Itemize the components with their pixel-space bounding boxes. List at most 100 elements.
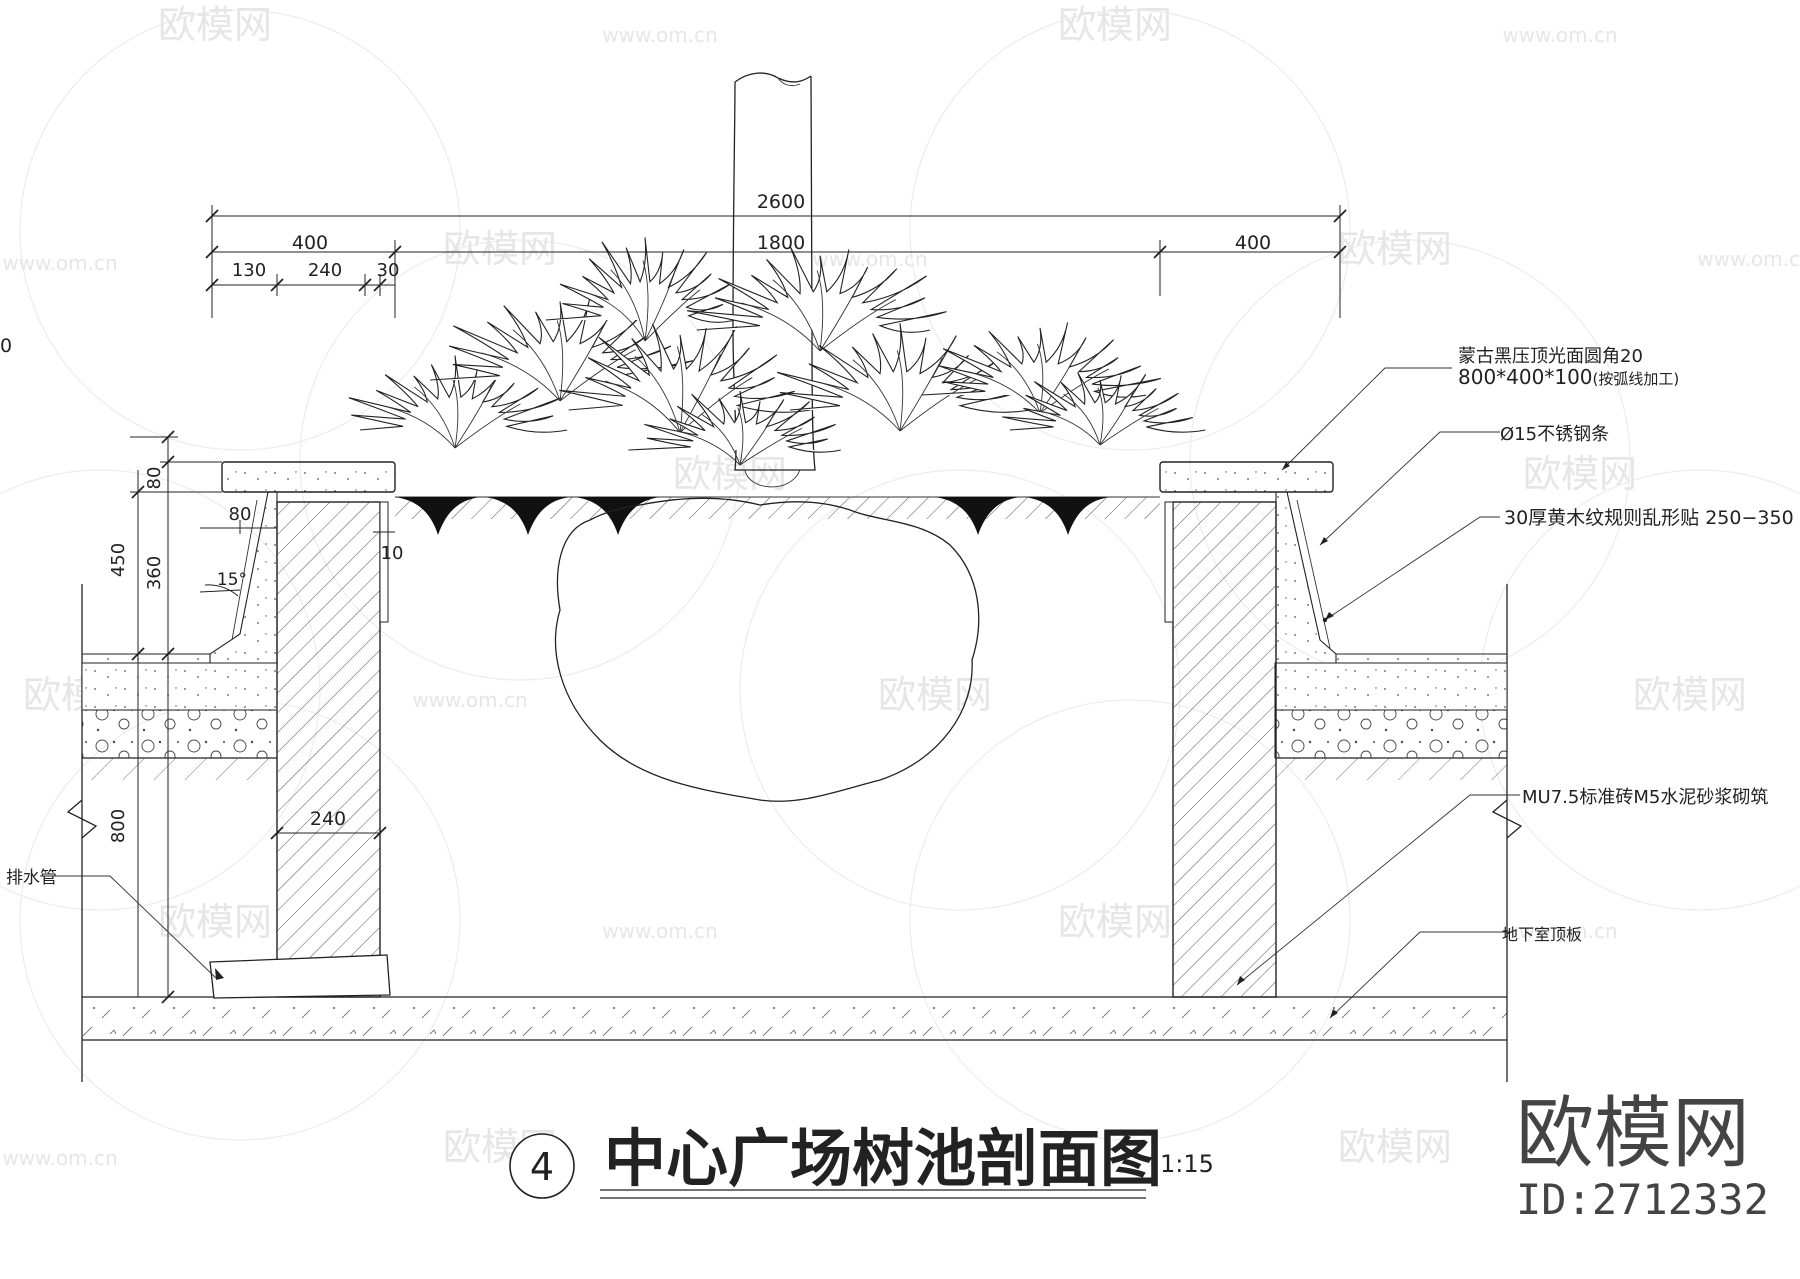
watermark-brand: 欧模网 bbox=[673, 452, 787, 496]
dim-2600: 2600 bbox=[757, 191, 805, 213]
shrub-leaf bbox=[968, 371, 1041, 414]
watermark-brand: 欧模网 bbox=[158, 3, 272, 47]
dim-360: 360 bbox=[144, 556, 165, 590]
shrub-leaf bbox=[675, 430, 741, 466]
shrub-cluster bbox=[348, 355, 568, 433]
watermark-arc bbox=[299, 239, 741, 681]
shrub-leaf bbox=[642, 260, 649, 342]
note-capstone-line2: 800*400*100(按弧线加工) bbox=[1458, 365, 1679, 389]
note-capstone-line1: 蒙古黑压顶光面圆角20 bbox=[1458, 346, 1643, 367]
watermark-site: www.om.cn bbox=[2, 1146, 117, 1170]
shrub-foliage bbox=[348, 237, 1206, 466]
note-steel-strip: Ø15不锈钢条 bbox=[1500, 424, 1609, 445]
shrub-leaf bbox=[559, 349, 636, 402]
dim-80-small: 80 bbox=[229, 504, 252, 525]
watermark-site: www.om.cn bbox=[2, 251, 117, 275]
shrub-leaf bbox=[512, 329, 561, 402]
shrub-leaf bbox=[481, 352, 561, 402]
watermark-site: www.om.cn bbox=[602, 23, 717, 47]
shrub-leaf bbox=[741, 302, 821, 352]
steel-strip bbox=[575, 497, 660, 535]
corner-brand: 欧模网 ID:2712332 bbox=[1516, 1089, 1769, 1224]
shrub-leaf bbox=[996, 351, 1041, 414]
steel-strip bbox=[935, 497, 1020, 535]
watermark-arc bbox=[19, 9, 461, 451]
brand-name: 欧模网 bbox=[1516, 1089, 1750, 1179]
shrub-leaf bbox=[644, 289, 701, 342]
root-ball bbox=[554, 497, 980, 802]
shrub-leaf bbox=[701, 413, 741, 466]
right-capstone bbox=[1159, 461, 1334, 493]
right-break-symbol bbox=[1491, 799, 1523, 839]
leader-arrows bbox=[1237, 462, 1338, 1018]
note-veneer: 30厚黄木纹规则乱形贴 250−350 bbox=[1504, 507, 1794, 529]
title-number: 4 bbox=[530, 1145, 554, 1189]
watermark-arc bbox=[909, 9, 1351, 451]
drain-pipe bbox=[209, 954, 391, 999]
dim-240-wall: 240 bbox=[310, 808, 346, 830]
title-text: 中心广场树池剖面图 bbox=[604, 1122, 1162, 1195]
shrub-leaf bbox=[679, 353, 721, 433]
watermark-layer: 欧模网欧模网欧模网欧模网欧模网欧模网欧模网欧模网欧模网欧模网欧模网欧模网欧模网w… bbox=[0, 3, 1800, 1170]
shrub-leaf bbox=[610, 269, 646, 342]
title-number-circle bbox=[509, 1133, 575, 1199]
shrub-leaf bbox=[644, 267, 677, 342]
drawing-title: 4 中心广场树池剖面图 1:15 bbox=[509, 1122, 1214, 1199]
dim-10: 10 bbox=[381, 543, 404, 564]
basement-roof-slab bbox=[82, 996, 1507, 1041]
left-break-symbol bbox=[66, 799, 98, 839]
shrub-leaf bbox=[676, 346, 684, 433]
dim-240-top: 240 bbox=[308, 260, 342, 281]
note-basement-slab: 地下室顶板 bbox=[1502, 925, 1582, 944]
watermark-arc bbox=[909, 699, 1351, 1141]
dim-edge-0: 0 bbox=[0, 335, 12, 357]
shrub-leaf bbox=[816, 270, 824, 352]
dim-30: 30 bbox=[377, 260, 400, 281]
watermark-site: www.om.cn bbox=[602, 919, 717, 943]
watermark-site: www.om.cn bbox=[1502, 919, 1617, 943]
shrub-leaf bbox=[587, 292, 646, 342]
shrub-leaf bbox=[819, 299, 896, 352]
shrub-leaf bbox=[605, 380, 681, 433]
right-brick-wall bbox=[1172, 501, 1277, 998]
watermark-site: www.om.cn bbox=[1697, 247, 1800, 271]
watermark-site: www.om.cn bbox=[412, 688, 527, 712]
shrub-leaf bbox=[387, 406, 456, 449]
right-inner-strip bbox=[1164, 501, 1174, 623]
shrub-leaf bbox=[1097, 387, 1104, 446]
annotation-texts: 蒙古黑压顶光面圆角20 800*400*100(按弧线加工) Ø15不锈钢条 3… bbox=[6, 346, 1794, 944]
watermark-site: www.om.cn bbox=[1502, 23, 1617, 47]
watermark-brand: 欧模网 bbox=[878, 673, 992, 717]
dimension-texts: 2600 1800 400 400 130 240 30 80 450 360 … bbox=[0, 191, 1271, 843]
dim-400-right: 400 bbox=[1235, 232, 1271, 254]
shrub-leaf bbox=[819, 277, 863, 352]
steel-strip bbox=[485, 497, 570, 535]
shrub-leaf bbox=[896, 350, 904, 432]
shrub-leaf bbox=[1063, 393, 1101, 446]
shrub-leaf bbox=[1039, 410, 1101, 446]
watermark-brand: 欧模网 bbox=[443, 227, 557, 271]
left-brick-wall bbox=[276, 501, 381, 998]
dim-1800: 1800 bbox=[757, 232, 805, 254]
watermark-brand: 欧模网 bbox=[1523, 452, 1637, 496]
shrub-leaf bbox=[737, 407, 744, 466]
watermark-brand: 欧模网 bbox=[1338, 227, 1452, 271]
watermark-brand: 欧模网 bbox=[1338, 1125, 1452, 1169]
shrub-leaf bbox=[739, 412, 776, 466]
shrub-cluster bbox=[1002, 372, 1206, 433]
shrub-leaf bbox=[899, 357, 943, 432]
right-veneer bbox=[1275, 491, 1337, 664]
shrub-cluster bbox=[559, 323, 811, 413]
left-capstone bbox=[221, 461, 396, 493]
shrub-cluster bbox=[545, 237, 735, 323]
title-scale: 1:15 bbox=[1160, 1150, 1214, 1178]
watermark-brand: 欧模网 bbox=[158, 900, 272, 944]
shrub-leaf bbox=[821, 382, 901, 432]
steel-strip bbox=[1025, 497, 1110, 535]
shrub-leaf bbox=[1099, 407, 1159, 446]
shrub-leaf bbox=[852, 359, 901, 432]
steel-strip bbox=[395, 497, 480, 535]
dimension-lines bbox=[130, 205, 1347, 1004]
tree-trunk bbox=[732, 72, 816, 488]
dim-80-vertical: 80 bbox=[144, 467, 165, 490]
